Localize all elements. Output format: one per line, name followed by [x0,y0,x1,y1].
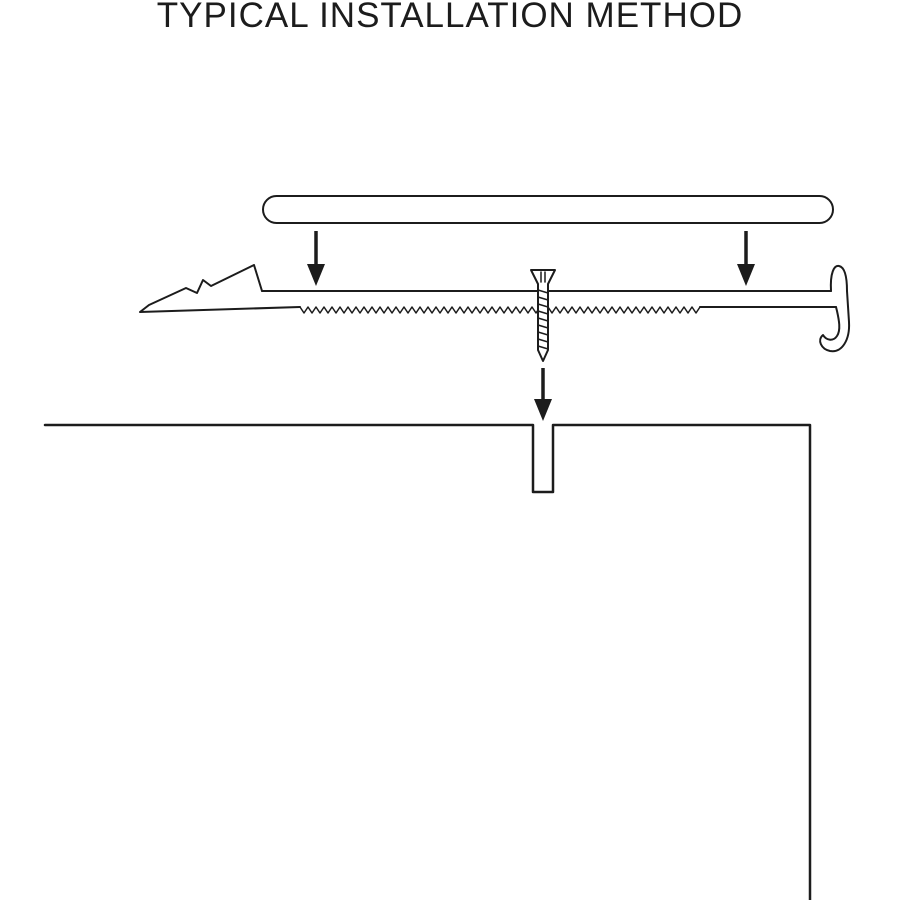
profile-left-wedge [139,264,301,313]
down-arrow-left [307,231,325,286]
screw-threads [537,289,549,350]
down-arrow-right [737,231,755,286]
substrate-outline [43,423,812,900]
screw-body [530,269,556,362]
profile-right-hook [819,290,851,353]
insert-strip [262,195,834,224]
screw-drive [540,271,546,283]
diagram-title: TYPICAL INSTALLATION METHOD [156,0,744,35]
substrate [43,423,812,900]
profile-right-bump [829,264,848,292]
down-arrow-screw [534,368,552,421]
profile-serration [299,306,701,314]
screw [530,269,556,362]
